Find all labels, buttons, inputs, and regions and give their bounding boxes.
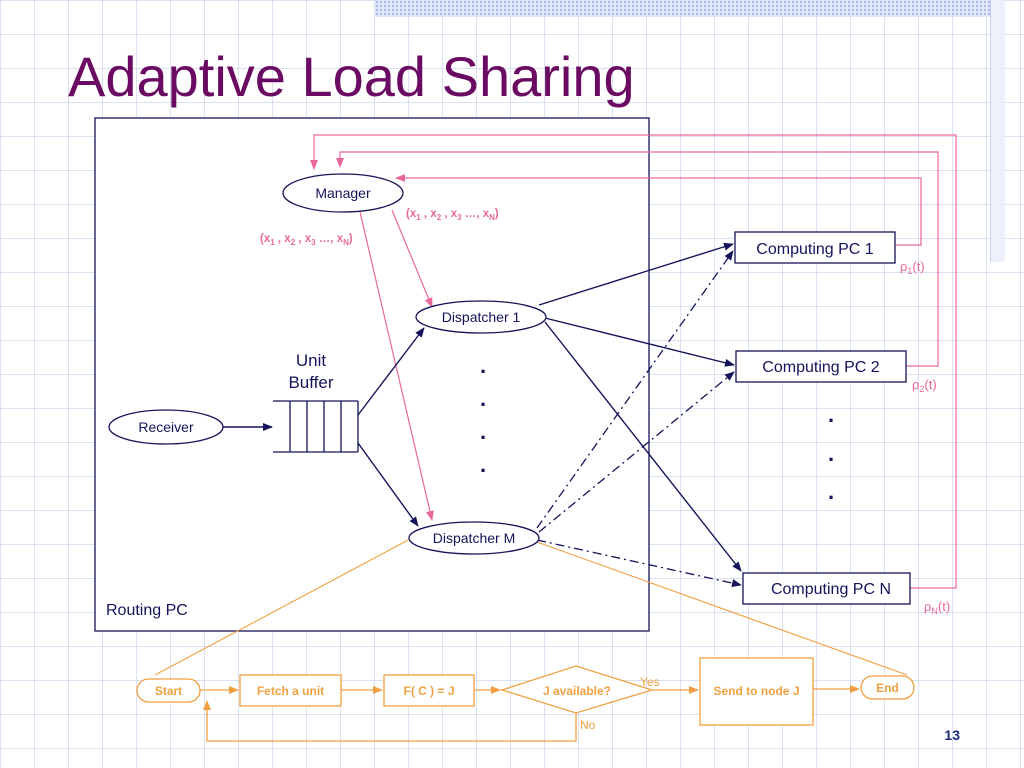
dispatcher-m-links <box>536 250 742 587</box>
dispatcher-1-label: Dispatcher 1 <box>442 309 521 325</box>
side-decoration-bar <box>990 0 1005 262</box>
dispatcher-m-node: Dispatcher M <box>408 521 540 555</box>
flowchart-end-label: End <box>876 681 899 695</box>
svg-text:.: . <box>480 353 486 378</box>
svg-text:.: . <box>480 386 486 411</box>
slide-title: Adaptive Load Sharing <box>68 45 635 108</box>
flowchart-end: End <box>860 675 915 700</box>
rho-n-label: ρN(t) <box>924 599 950 616</box>
dispatcher-ellipsis: . . . . <box>480 353 486 477</box>
dispatcher-1-node: Dispatcher 1 <box>415 300 547 334</box>
rho-1-label: ρ1(t) <box>900 259 925 276</box>
flowchart-decision-label: J available? <box>543 684 611 698</box>
vector-label-dispatcher-1: (x1 , x2 , x3 …, xN) <box>406 208 499 222</box>
svg-text:.: . <box>480 452 486 477</box>
page-number: 13 <box>944 727 960 743</box>
flowchart-send-step: Send to node J <box>699 657 814 726</box>
flowchart-fetch-label: Fetch a unit <box>257 684 324 698</box>
svg-text:.: . <box>480 419 486 444</box>
unit-buffer-label-line1: Unit <box>296 351 327 370</box>
header-decoration-bar <box>375 0 990 17</box>
unit-buffer-label-line2: Buffer <box>288 373 333 392</box>
svg-text:.: . <box>828 402 834 427</box>
unit-buffer <box>273 400 359 453</box>
flowchart-arrows <box>200 685 860 742</box>
flowchart-no-label: No <box>580 718 596 732</box>
flowchart-assign-label: F( C ) = J <box>403 684 454 698</box>
flowchart-fetch-step: Fetch a unit <box>239 674 342 707</box>
vector-label-dispatcher-m: (x1 , x2 , x3 …, xN) <box>260 233 353 247</box>
routing-pc-label: Routing PC <box>106 602 188 619</box>
flowchart-assign-step: F( C ) = J <box>383 674 475 707</box>
svg-text:.: . <box>828 441 834 466</box>
rho-2-label: ρ2(t) <box>912 377 937 394</box>
computing-pc-2-label: Computing PC 2 <box>762 359 879 376</box>
manager-label: Manager <box>315 185 371 201</box>
computing-pc-n-label: Computing PC N <box>771 581 891 598</box>
receiver-label: Receiver <box>138 419 194 435</box>
computing-pc-1-label: Computing PC 1 <box>756 241 873 258</box>
flowchart-send-label: Send to node J <box>713 684 799 698</box>
dispatcher-m-label: Dispatcher M <box>433 530 515 546</box>
computing-ellipsis: . . . <box>828 402 834 504</box>
zoom-connector-lines <box>154 537 908 676</box>
svg-text:.: . <box>828 479 834 504</box>
flowchart-start-label: Start <box>155 684 182 698</box>
computing-pc-2: Computing PC 2 <box>735 350 907 383</box>
computing-pc-n: Computing PC N <box>742 572 911 605</box>
manager-node: Manager <box>282 173 404 213</box>
computing-pc-1: Computing PC 1 <box>734 231 896 264</box>
flowchart-start: Start <box>136 678 201 703</box>
receiver-node: Receiver <box>108 409 224 445</box>
flowchart-yes-label: Yes <box>640 675 660 689</box>
feedback-lines <box>310 134 957 589</box>
flowchart-decision: J available? <box>499 665 655 714</box>
